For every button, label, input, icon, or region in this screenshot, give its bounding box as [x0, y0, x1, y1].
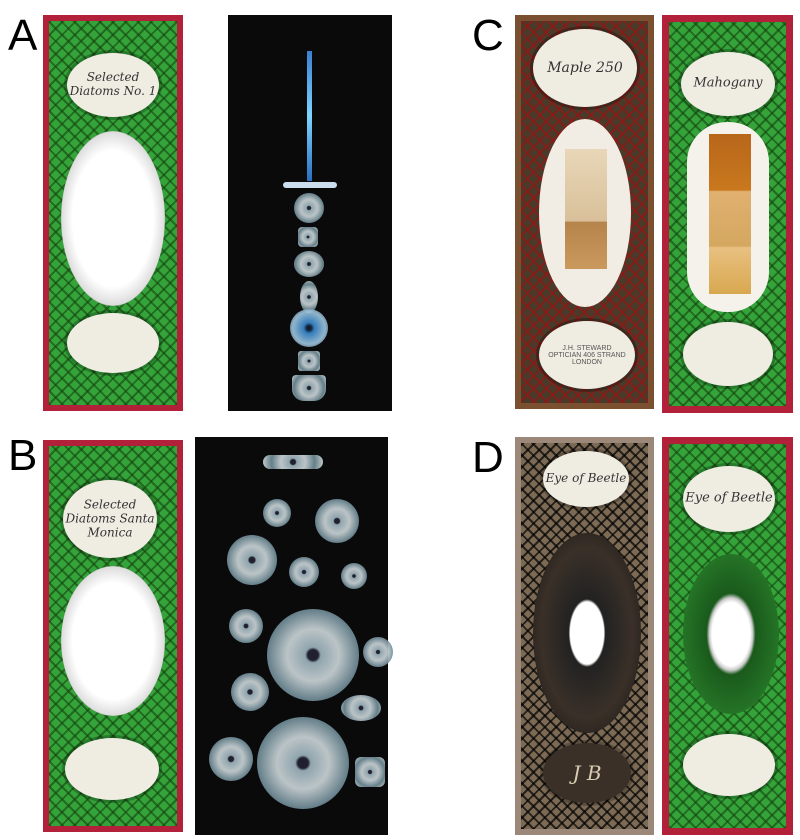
slide-label: Selected Diatoms No. 1 [67, 53, 159, 117]
specimen-window [533, 533, 641, 733]
slide-label: Eye of Beetle [683, 466, 775, 532]
panel-label-a: A [8, 11, 38, 60]
diatom-image-a [228, 15, 392, 411]
panel-label-c: C [472, 11, 504, 60]
diatom [341, 563, 367, 589]
diatom-image-b [195, 437, 393, 835]
diatom [298, 351, 320, 371]
slide-d-dark: Eye of Beetle J B [515, 437, 654, 835]
blank-label [67, 313, 159, 373]
diatom [290, 309, 328, 347]
slide-label: Maple 250 [533, 29, 637, 107]
handwritten-label: Maple 250 [547, 59, 623, 76]
specimen-window [683, 554, 779, 714]
diatom [209, 737, 253, 781]
diatom [300, 281, 318, 313]
diatom [257, 717, 349, 809]
diatom [307, 51, 312, 181]
slide-b: Selected Diatoms Santa Monica [43, 440, 183, 832]
panel-label-d: D [472, 433, 504, 482]
blank-label [683, 322, 773, 386]
diatom [294, 251, 324, 277]
diatom [289, 557, 319, 587]
diatom [229, 609, 263, 643]
wood-section [709, 134, 751, 294]
diatom [227, 535, 277, 585]
diatom [341, 695, 381, 721]
wood-section [565, 149, 607, 269]
diatom [231, 673, 269, 711]
slide-c-maple: Maple 250 J.H. STEWARD OPTICIAN 406 STRA… [515, 15, 654, 409]
diatom [363, 637, 393, 667]
specimen-window [61, 566, 165, 716]
maker-stamp: J.H. STEWARD OPTICIAN 406 STRAND LONDON [539, 321, 635, 389]
diatom [298, 227, 318, 247]
handwritten-label: Mahogany [693, 75, 763, 91]
slide-label: Mahogany [681, 52, 775, 116]
slide-c-mahogany: Mahogany [662, 15, 793, 413]
diatom [263, 499, 291, 527]
handwritten-label: Eye of Beetle [545, 471, 627, 486]
diatom [315, 499, 359, 543]
diatom [294, 193, 324, 223]
slide-label: Selected Diatoms Santa Monica [63, 480, 157, 558]
slide-label: Eye of Beetle [543, 451, 629, 507]
diatom [267, 609, 359, 701]
blank-label [65, 738, 159, 800]
specimen-window [539, 119, 631, 307]
slide-d-green: Eye of Beetle [662, 437, 793, 835]
handwritten-label: Selected Diatoms No. 1 [69, 70, 157, 98]
diatom [292, 375, 326, 401]
panel-label-b: B [8, 431, 38, 480]
monogram-label: J B [543, 743, 631, 803]
diatom [263, 455, 323, 469]
diatom [355, 757, 385, 787]
blank-label [683, 734, 775, 796]
slide-a: Selected Diatoms No. 1 [43, 15, 183, 411]
specimen-window [687, 122, 769, 312]
specimen-window [61, 131, 165, 306]
diatom [283, 182, 337, 188]
handwritten-label: Eye of Beetle [685, 490, 773, 506]
handwritten-label: Selected Diatoms Santa Monica [65, 497, 155, 539]
